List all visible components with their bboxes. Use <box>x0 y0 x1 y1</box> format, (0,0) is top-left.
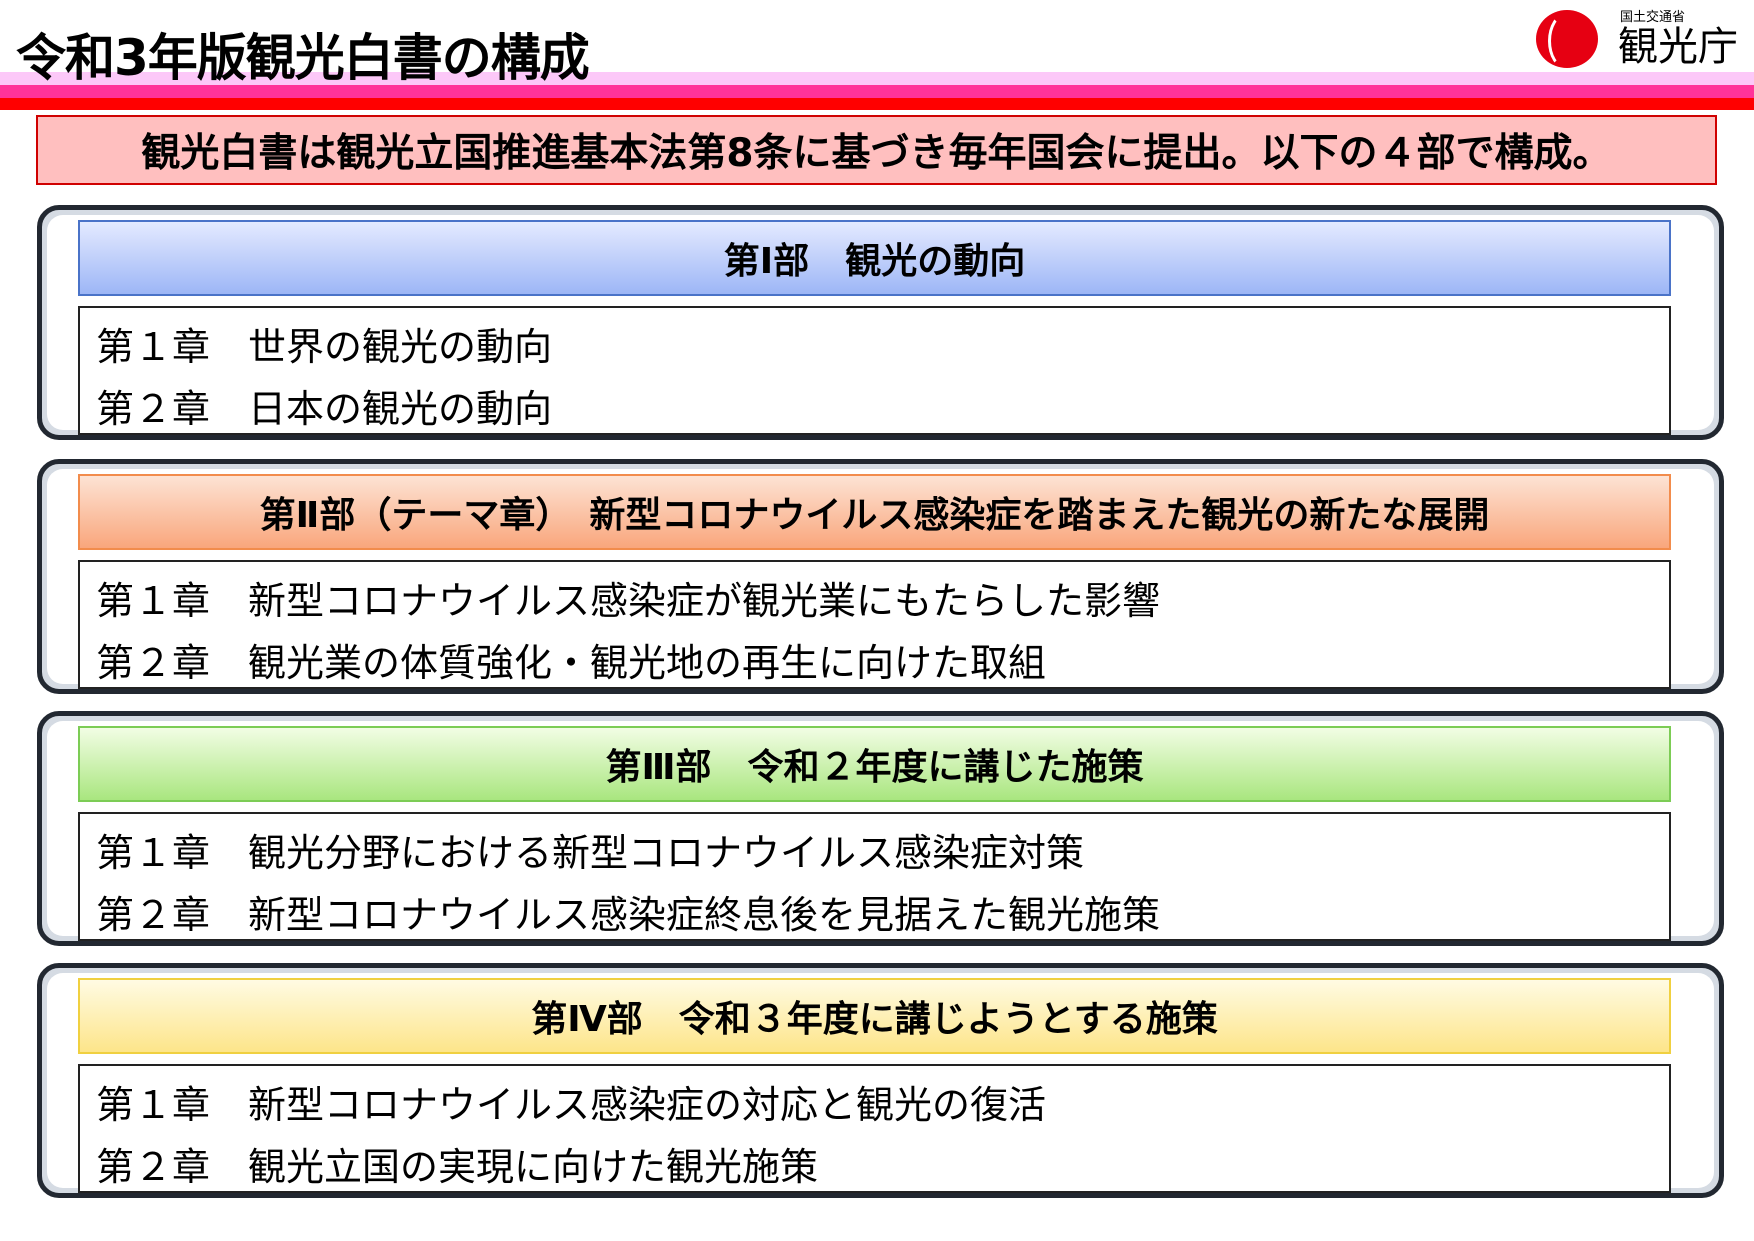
header-stripe-magenta <box>0 85 1754 98</box>
chapter-item: 第２章 日本の観光の動向 <box>96 387 553 431</box>
lead-statement: 観光白書は観光立国推進基本法第8条に基づき毎年国会に提出。以下の４部で構成。 <box>36 115 1717 185</box>
logo-agency: 観光庁 <box>1618 24 1738 70</box>
chapter-item: 第２章 観光立国の実現に向けた観光施策 <box>96 1145 819 1189</box>
agency-logo: 国土交通省 観光庁 <box>1536 8 1750 70</box>
chapter-item: 第２章 観光業の体質強化・観光地の再生に向けた取組 <box>96 641 1047 685</box>
part-heading: 第Ⅳ部 令和３年度に講じようとする施策 <box>78 978 1671 1054</box>
chapter-item: 第１章 新型コロナウイルス感染症が観光業にもたらした影響 <box>96 579 1161 623</box>
part-heading: 第Ⅲ部 令和２年度に講じた施策 <box>78 726 1671 802</box>
header-stripe-pink <box>0 72 1754 85</box>
chapter-list: 第１章 新型コロナウイルス感染症の対応と観光の復活 第２章 観光立国の実現に向け… <box>78 1064 1671 1193</box>
part-4-panel: 第Ⅳ部 令和３年度に講じようとする施策 第１章 新型コロナウイルス感染症の対応と… <box>37 963 1724 1198</box>
chapter-item: 第１章 新型コロナウイルス感染症の対応と観光の復活 <box>96 1083 1047 1127</box>
part-heading: 第Ⅰ部 観光の動向 <box>78 220 1671 296</box>
chapter-list: 第１章 世界の観光の動向 第２章 日本の観光の動向 <box>78 306 1671 435</box>
page-title: 令和3年版観光白書の構成 <box>16 29 590 87</box>
logo-ministry: 国土交通省 <box>1620 10 1686 25</box>
part-2-panel: 第Ⅱ部（テーマ章） 新型コロナウイルス感染症を踏まえた観光の新たな展開 第１章 … <box>37 459 1724 694</box>
chapter-list: 第１章 新型コロナウイルス感染症が観光業にもたらした影響 第２章 観光業の体質強… <box>78 560 1671 689</box>
part-1-panel: 第Ⅰ部 観光の動向 第１章 世界の観光の動向 第２章 日本の観光の動向 <box>37 205 1724 440</box>
part-3-panel: 第Ⅲ部 令和２年度に講じた施策 第１章 観光分野における新型コロナウイルス感染症… <box>37 711 1724 946</box>
japan-tourism-agency-logo-icon <box>1536 10 1598 69</box>
part-heading: 第Ⅱ部（テーマ章） 新型コロナウイルス感染症を踏まえた観光の新たな展開 <box>78 474 1671 550</box>
chapter-item: 第１章 世界の観光の動向 <box>96 325 553 369</box>
chapter-item: 第１章 観光分野における新型コロナウイルス感染症対策 <box>96 831 1085 875</box>
chapter-list: 第１章 観光分野における新型コロナウイルス感染症対策 第２章 新型コロナウイルス… <box>78 812 1671 941</box>
header-stripe-red <box>0 98 1754 110</box>
chapter-item: 第２章 新型コロナウイルス感染症終息後を見据えた観光施策 <box>96 893 1161 937</box>
